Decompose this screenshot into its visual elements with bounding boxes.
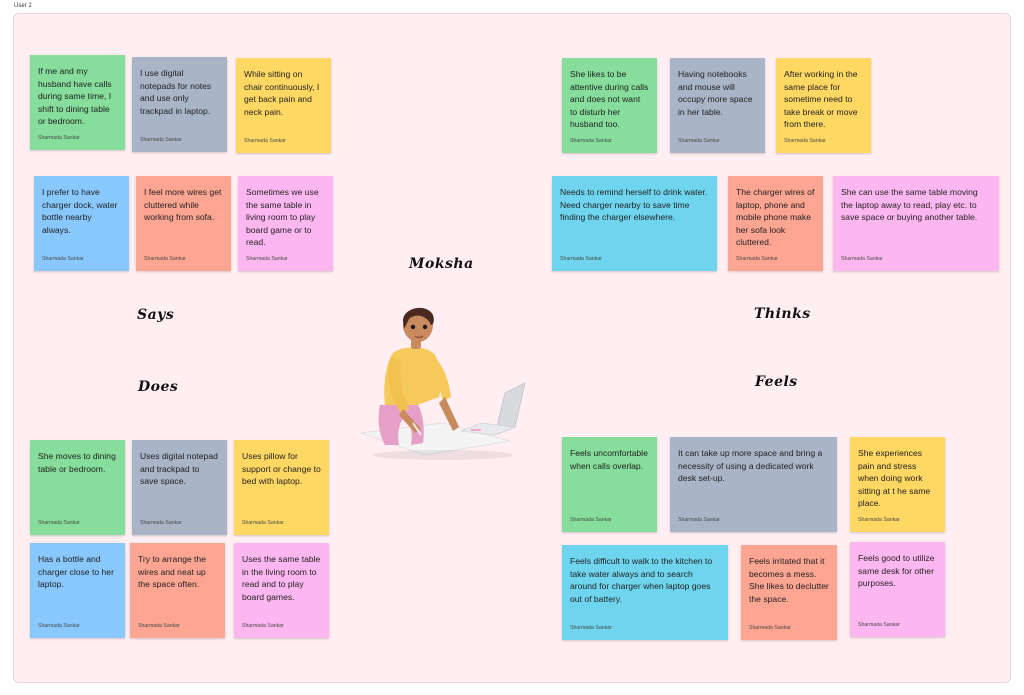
note-author: Sharmada Sankar bbox=[678, 517, 720, 523]
note-author: Sharmada Sankar bbox=[242, 520, 284, 526]
note-text: Feels good to utilize same desk for othe… bbox=[858, 553, 935, 589]
note-text: Try to arrange the wires and neat up the… bbox=[138, 554, 206, 590]
says-note-3[interactable]: While sitting on chair continuously, I g… bbox=[236, 58, 331, 153]
note-text: While sitting on chair continuously, I g… bbox=[244, 69, 320, 117]
thinks-note-5[interactable]: The charger wires of laptop, phone and m… bbox=[728, 176, 823, 271]
note-author: Sharmada Sankar bbox=[560, 256, 602, 262]
note-author: Sharmada Sankar bbox=[242, 623, 284, 629]
note-author: Sharmada Sankar bbox=[858, 622, 900, 628]
note-text: She experiences pain and stress when doi… bbox=[858, 448, 931, 509]
does-note-3[interactable]: Uses pillow for support or change to bed… bbox=[234, 440, 329, 535]
note-text: I prefer to have charger dock, water bot… bbox=[42, 187, 118, 235]
note-text: Needs to remind herself to drink water. … bbox=[560, 187, 708, 223]
does-note-2[interactable]: Uses digital notepad and trackpad to sav… bbox=[132, 440, 227, 535]
note-text: I feel more wires get cluttered while wo… bbox=[144, 187, 222, 223]
note-author: Sharmada Sankar bbox=[678, 138, 720, 144]
says-heading: Says bbox=[137, 307, 175, 323]
note-author: Sharmada Sankar bbox=[138, 623, 180, 629]
note-text: Feels irritated that it becomes a mess. … bbox=[749, 556, 829, 604]
note-author: Sharmada Sankar bbox=[38, 623, 80, 629]
note-author: Sharmada Sankar bbox=[246, 256, 288, 262]
thinks-note-1[interactable]: She likes to be attentive during calls a… bbox=[562, 58, 657, 153]
note-author: Sharmada Sankar bbox=[38, 520, 80, 526]
note-author: Sharmada Sankar bbox=[784, 138, 826, 144]
note-author: Sharmada Sankar bbox=[749, 625, 791, 631]
does-heading: Does bbox=[138, 379, 179, 395]
note-text: She moves to dining table or bedroom. bbox=[38, 451, 116, 474]
note-author: Sharmada Sankar bbox=[570, 625, 612, 631]
thinks-heading: Thinks bbox=[754, 306, 811, 322]
note-text: Has a bottle and charger close to her la… bbox=[38, 554, 114, 590]
note-text: It can take up more space and bring a ne… bbox=[678, 448, 823, 484]
note-text: Feels difficult to walk to the kitchen t… bbox=[570, 556, 713, 604]
feels-note-2[interactable]: It can take up more space and bring a ne… bbox=[670, 437, 837, 532]
note-author: Sharmada Sankar bbox=[38, 135, 80, 141]
note-author: Sharmada Sankar bbox=[841, 256, 883, 262]
note-text: The charger wires of laptop, phone and m… bbox=[736, 187, 815, 248]
thinks-note-6[interactable]: She can use the same table moving the la… bbox=[833, 176, 999, 271]
note-text: She likes to be attentive during calls a… bbox=[570, 69, 649, 130]
does-note-4[interactable]: Has a bottle and charger close to her la… bbox=[30, 543, 125, 638]
note-text: Feels uncomfortable when calls overlap. bbox=[570, 448, 648, 471]
note-text: Uses the same table in the living room t… bbox=[242, 554, 321, 602]
does-note-6[interactable]: Uses the same table in the living room t… bbox=[234, 543, 329, 638]
feels-note-1[interactable]: Feels uncomfortable when calls overlap. S… bbox=[562, 437, 657, 532]
note-text: Uses digital notepad and trackpad to sav… bbox=[140, 451, 218, 487]
frame-label[interactable]: User 2 bbox=[14, 3, 32, 9]
thinks-note-3[interactable]: After working in the same place for some… bbox=[776, 58, 871, 153]
note-author: Sharmada Sankar bbox=[140, 520, 182, 526]
note-author: Sharmada Sankar bbox=[140, 137, 182, 143]
note-author: Sharmada Sankar bbox=[42, 256, 84, 262]
says-note-1[interactable]: If me and my husband have calls during s… bbox=[30, 55, 125, 150]
note-text: After working in the same place for some… bbox=[784, 69, 858, 130]
says-note-5[interactable]: I feel more wires get cluttered while wo… bbox=[136, 176, 231, 271]
feels-heading: Feels bbox=[755, 374, 798, 390]
persona-illustration bbox=[360, 307, 526, 460]
note-text: Sometimes we use the same table in livin… bbox=[246, 187, 319, 248]
note-author: Sharmada Sankar bbox=[144, 256, 186, 262]
feels-note-6[interactable]: Feels good to utilize same desk for othe… bbox=[850, 542, 945, 637]
note-author: Sharmada Sankar bbox=[244, 138, 286, 144]
persona-name: Moksha bbox=[409, 256, 474, 272]
says-note-2[interactable]: I use digital notepads for notes and use… bbox=[132, 57, 227, 152]
note-author: Sharmada Sankar bbox=[736, 256, 778, 262]
thinks-note-2[interactable]: Having notebooks and mouse will occupy m… bbox=[670, 58, 765, 153]
feels-note-3[interactable]: She experiences pain and stress when doi… bbox=[850, 437, 945, 532]
note-text: She can use the same table moving the la… bbox=[841, 187, 978, 223]
note-text: If me and my husband have calls during s… bbox=[38, 66, 112, 127]
feels-note-5[interactable]: Feels irritated that it becomes a mess. … bbox=[741, 545, 837, 640]
feels-note-4[interactable]: Feels difficult to walk to the kitchen t… bbox=[562, 545, 728, 640]
note-author: Sharmada Sankar bbox=[570, 517, 612, 523]
says-note-6[interactable]: Sometimes we use the same table in livin… bbox=[238, 176, 333, 271]
note-author: Sharmada Sankar bbox=[858, 517, 900, 523]
note-text: Having notebooks and mouse will occupy m… bbox=[678, 69, 753, 117]
note-text: I use digital notepads for notes and use… bbox=[140, 68, 212, 116]
note-author: Sharmada Sankar bbox=[570, 138, 612, 144]
does-note-1[interactable]: She moves to dining table or bedroom. Sha… bbox=[30, 440, 125, 535]
thinks-note-4[interactable]: Needs to remind herself to drink water. … bbox=[552, 176, 717, 271]
says-note-4[interactable]: I prefer to have charger dock, water bot… bbox=[34, 176, 129, 271]
note-text: Uses pillow for support or change to bed… bbox=[242, 451, 321, 487]
does-note-5[interactable]: Try to arrange the wires and neat up the… bbox=[130, 543, 225, 638]
